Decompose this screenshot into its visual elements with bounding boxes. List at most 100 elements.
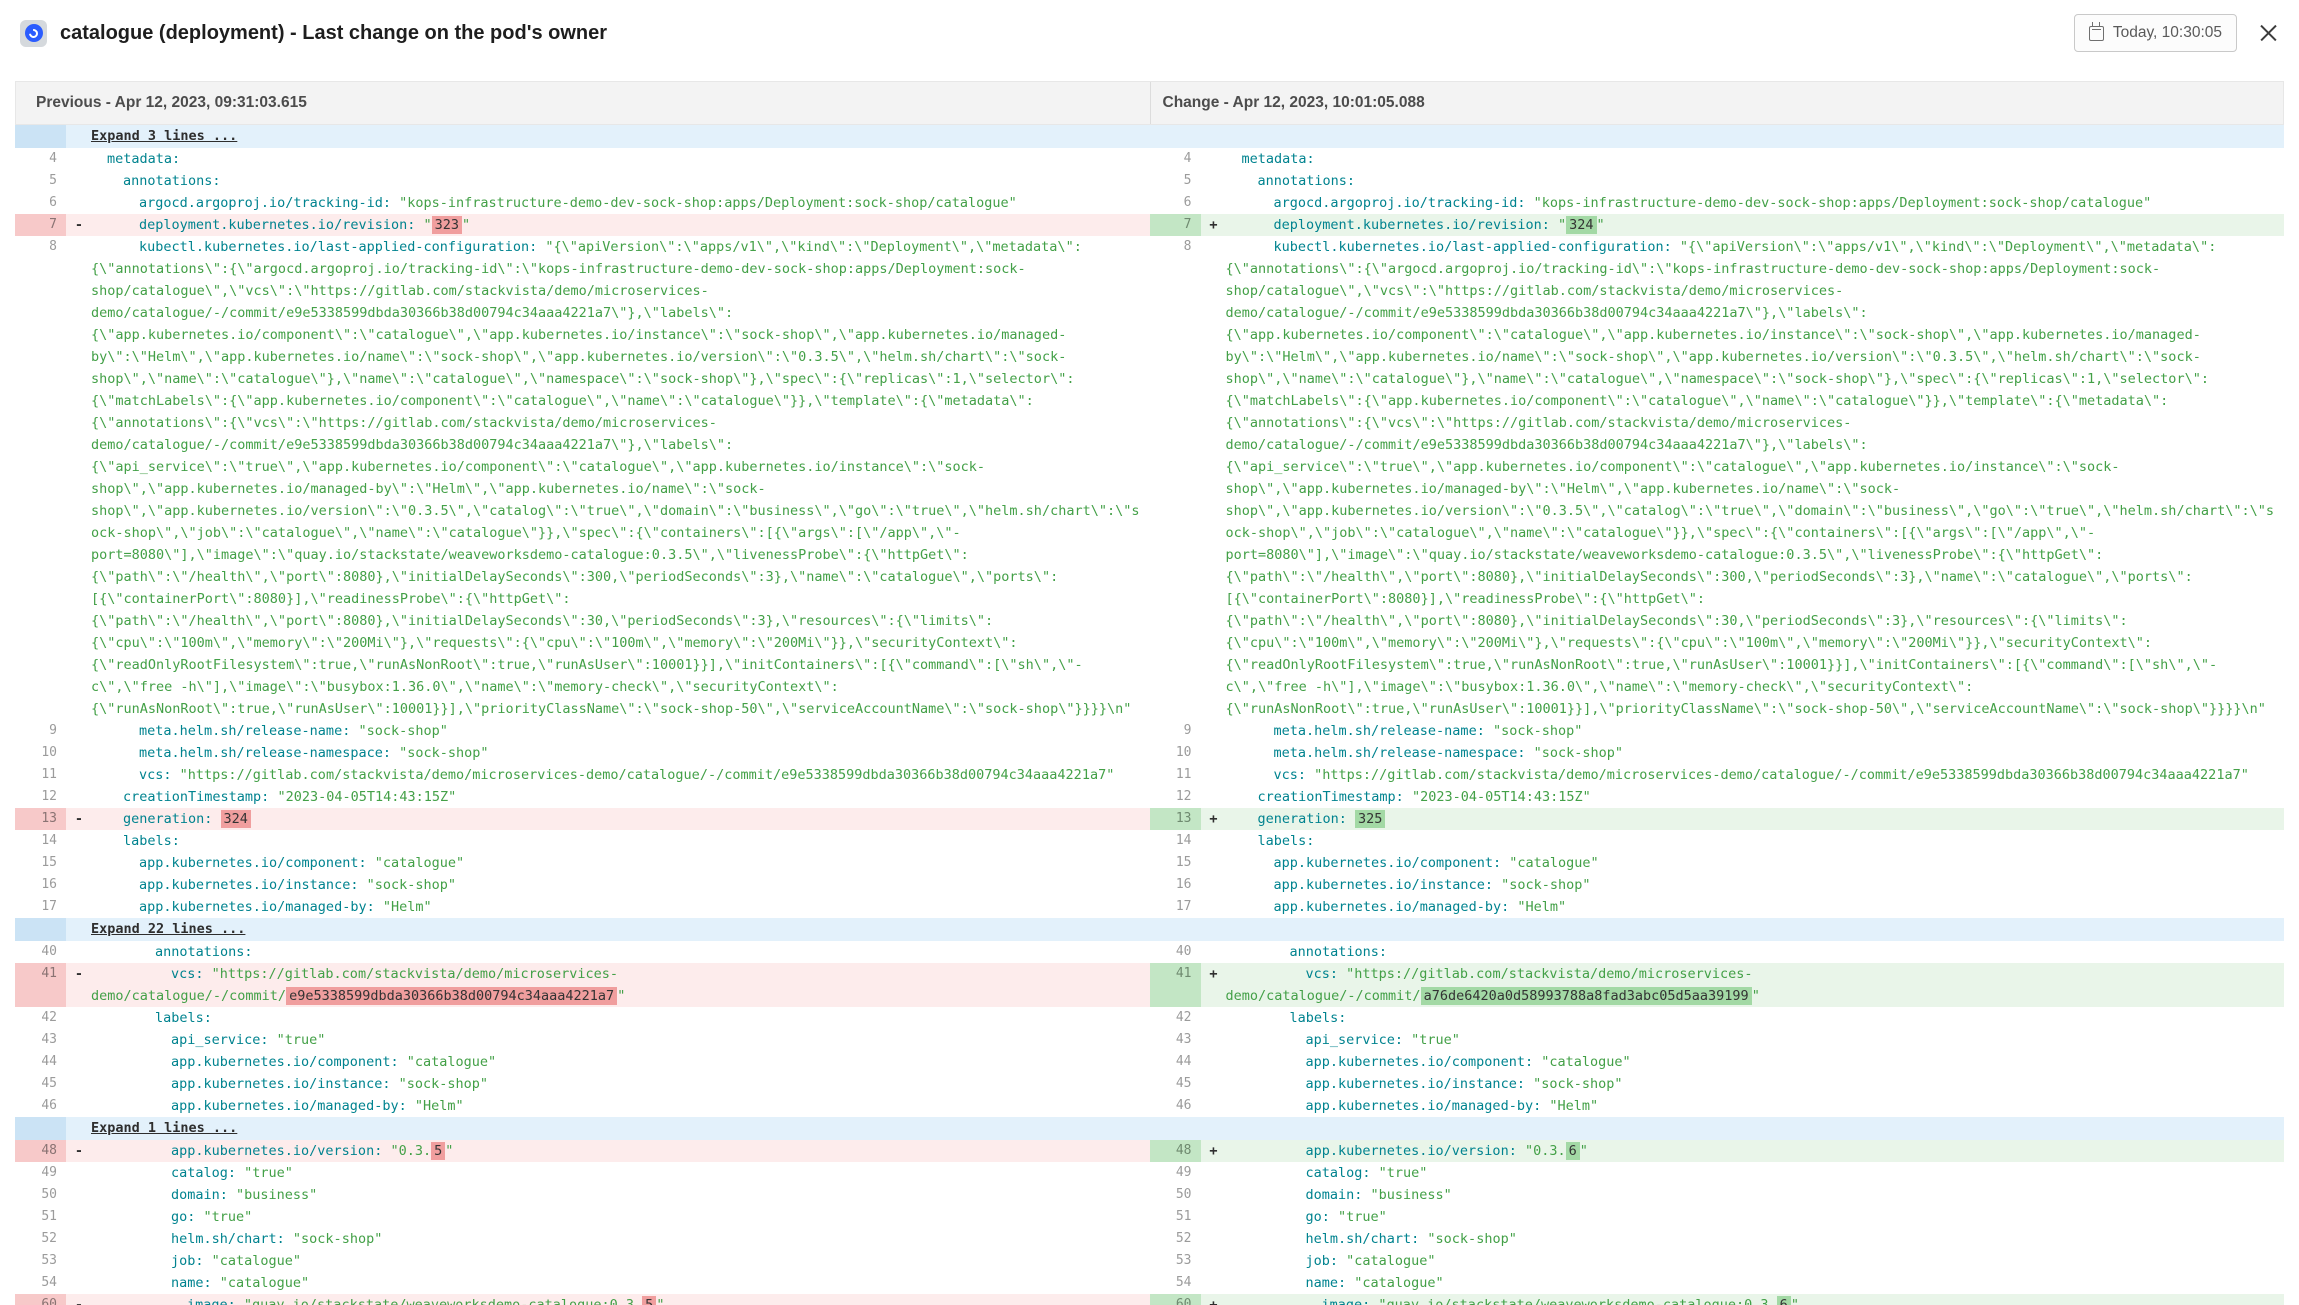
yaml-key: app.kubernetes.io/component: [171,1054,407,1070]
code-line: deployment.kubernetes.io/revision: "323" [91,214,1150,236]
yaml-key: deployment.kubernetes.io/revision: [1273,217,1558,233]
yaml-value: "{\"apiVersion\":\"apps/v1\",\"kind\":\"… [91,239,1140,717]
yaml-value: "https://gitlab.com/stackvista/demo/micr… [179,767,1115,783]
yaml-key: domain: [171,1187,237,1203]
change-side: 48+app.kubernetes.io/version: "0.3.6" [1149,1140,2284,1162]
added-marker: + [1209,811,1218,827]
change-side: 5 annotations: [1150,170,2285,192]
yaml-key: labels: [1289,1010,1355,1026]
diff-row: 41-vcs: "https://gitlab.com/stackvista/d… [15,963,2284,1007]
yaml-value: "catalogue" [406,1054,497,1070]
expand-gutter [15,125,66,148]
code-line: catalog: "true" [91,1162,1150,1184]
code-line: app.kubernetes.io/component: "catalogue" [1226,1051,2285,1073]
line-number: 13 [15,808,66,830]
yaml-value: "sock-shop" [366,877,456,893]
yaml-value: "sock-shop" [1533,1076,1623,1092]
code-line: app.kubernetes.io/component: "catalogue" [1226,852,2285,874]
close-icon[interactable] [2259,23,2279,43]
line-number: 46 [1175,1098,1192,1113]
line-number: 16 [1175,877,1192,892]
yaml-key: kubectl.kubernetes.io/last-applied-confi… [1273,239,1680,255]
expand-lines-link[interactable]: Expand 3 lines ... [91,128,238,144]
yaml-value: "{\"apiVersion\":\"apps/v1\",\"kind\":\"… [1225,239,2274,717]
code-line: generation: 325 [1226,808,2285,830]
expand-row: Expand 1 lines ... [15,1117,2284,1140]
line-number: 7 [1149,214,1201,236]
value-suffix: " [1751,988,1760,1004]
code-line: argocd.argoproj.io/tracking-id: "kops-in… [91,192,1150,214]
yaml-value: "catalogue" [1541,1054,1631,1070]
yaml-key: helm.sh/chart: [171,1231,293,1247]
code-line: name: "catalogue" [1226,1272,2285,1294]
yaml-key: app.kubernetes.io/instance: [139,877,367,893]
calendar-icon [2088,22,2104,41]
yaml-key: labels: [1257,833,1323,849]
yaml-value: "true" [203,1209,253,1225]
yaml-value: "sock-shop" [398,1076,488,1092]
yaml-key: app.kubernetes.io/managed-by: [139,899,383,915]
line-number: 5 [1183,173,1192,188]
yaml-key: domain: [1305,1187,1371,1203]
yaml-key: labels: [155,1010,221,1026]
added-marker: + [1209,966,1218,982]
added-token: 6 [1565,1142,1580,1160]
code-line: domain: "business" [91,1184,1150,1206]
yaml-key: app.kubernetes.io/managed-by: [1305,1098,1550,1114]
yaml-key: creationTimestamp: [1257,789,1412,805]
yaml-key: annotations: [1257,173,1364,189]
line-number: 52 [1175,1231,1192,1246]
line-number: 42 [1175,1010,1192,1025]
line-number: 45 [1175,1076,1192,1091]
line-number: 49 [41,1165,57,1180]
yaml-key: app.kubernetes.io/version: [171,1143,391,1159]
yaml-key: image: [187,1297,244,1305]
code-line: app.kubernetes.io/component: "catalogue" [91,1051,1150,1073]
code-line: go: "true" [91,1206,1150,1228]
expand-lines-link[interactable]: Expand 1 lines ... [91,1120,238,1136]
expand-lines-link[interactable]: Expand 22 lines ... [91,921,246,937]
code-line: app.kubernetes.io/managed-by: "Helm" [91,1095,1150,1117]
yaml-key: meta.helm.sh/release-name: [1273,723,1493,739]
code-line: vcs: "https://gitlab.com/stackvista/demo… [91,764,1150,786]
yaml-value: "catalogue" [1509,855,1599,871]
previous-side: 41-vcs: "https://gitlab.com/stackvista/d… [15,963,1150,1007]
code-line: kubectl.kubernetes.io/last-applied-confi… [91,236,1150,720]
value-prefix: " [423,217,432,233]
value-suffix: " [656,1297,665,1305]
line-number: 54 [41,1275,57,1290]
change-side: 13+generation: 325 [1149,808,2285,830]
yaml-value: "Helm" [1517,899,1567,915]
time-selector-button[interactable]: Today, 10:30:05 [2073,14,2237,52]
yaml-value: "true" [244,1165,293,1181]
yaml-key: meta.helm.sh/release-namespace: [1273,745,1534,761]
code-line: labels: [91,830,1150,852]
line-number: 9 [1183,723,1192,738]
line-number: 8 [1183,239,1192,254]
yaml-key: app.kubernetes.io/managed-by: [171,1098,415,1114]
removed-marker: - [74,1297,84,1305]
previous-side: 60-image: "quay.io/stackstate/weaveworks… [15,1294,1150,1305]
code-line: app.kubernetes.io/component: "catalogue" [91,852,1150,874]
yaml-key: generation: [1257,811,1356,827]
value-prefix: "0.3. [1524,1143,1566,1159]
yaml-value: "sock-shop" [1501,877,1591,893]
